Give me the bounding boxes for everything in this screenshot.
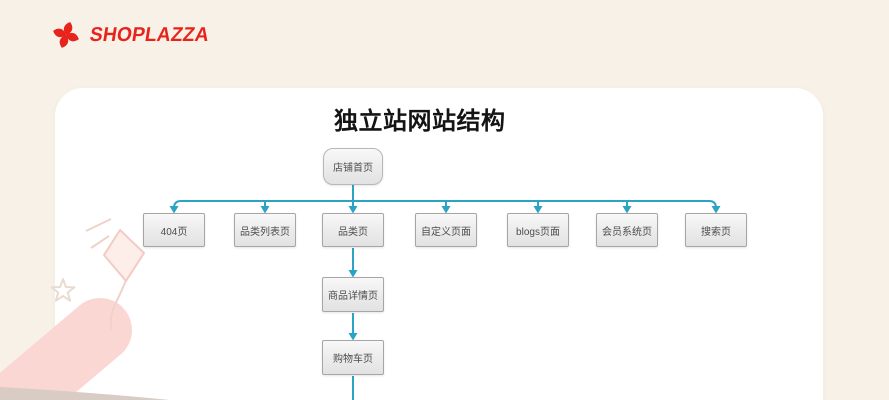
node-404-page: 404页	[143, 213, 205, 247]
node-product-detail-page: 商品详情页	[322, 277, 384, 312]
node-custom-page: 自定义页面	[415, 213, 477, 247]
node-category-page: 品类页	[322, 213, 384, 247]
node-category-list-page: 品类列表页	[234, 213, 296, 247]
node-blogs-page: blogs页面	[507, 213, 569, 247]
shoplazza-logo: SHOPLAZZA	[52, 21, 212, 49]
node-search-page: 搜索页	[685, 213, 747, 247]
shoplazza-logo-text: SHOPLAZZA	[88, 23, 211, 46]
diagram-title: 独立站网站结构	[334, 108, 506, 135]
node-store-homepage: 店铺首页	[323, 148, 383, 185]
shoplazza-flower-icon	[53, 22, 79, 48]
node-shopping-cart-page: 购物车页	[322, 340, 384, 375]
node-member-system-page: 会员系统页	[596, 213, 658, 247]
